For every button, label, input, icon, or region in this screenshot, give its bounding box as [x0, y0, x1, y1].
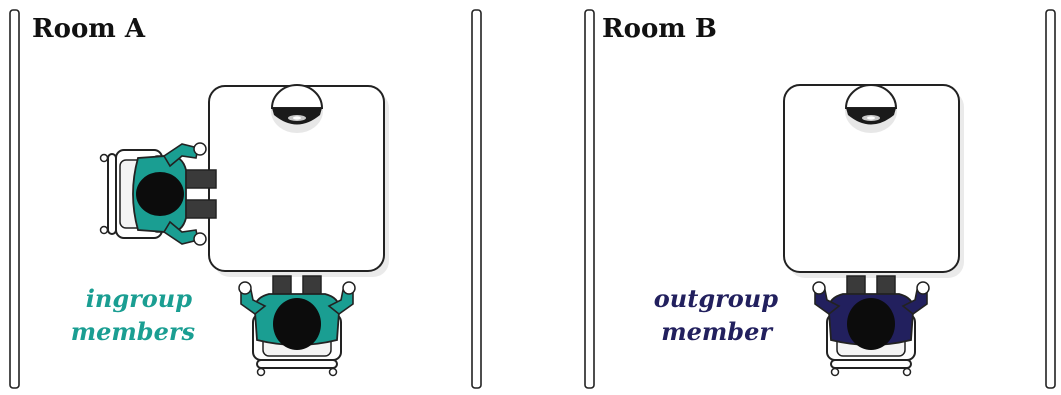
wall-panel: [472, 10, 481, 388]
person-icon: [239, 276, 355, 376]
caption-ingroup-line2: members: [71, 317, 196, 346]
camera-icon: [271, 85, 323, 133]
room-title: Room B: [602, 14, 717, 44]
caption-outgroup-line2: member: [661, 317, 774, 346]
wall-panel: [10, 10, 19, 388]
room-title: Room A: [32, 14, 146, 44]
caption-ingroup-line1: ingroup: [86, 284, 192, 313]
wall-panel: [585, 10, 594, 388]
person-icon: [101, 143, 217, 245]
camera-icon: [845, 85, 897, 133]
person-icon: [813, 276, 929, 376]
wall-panel: [1046, 10, 1055, 388]
caption-outgroup-line1: outgroup: [654, 284, 778, 313]
room-a: Room A: [10, 10, 481, 388]
room-b: Room B outgroup member: [585, 10, 1055, 388]
